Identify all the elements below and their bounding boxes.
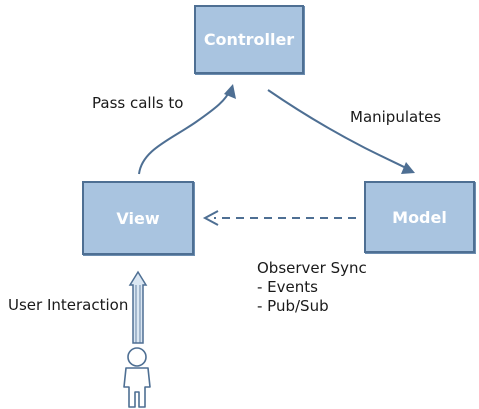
edge-label-pass-calls: Pass calls to (92, 94, 184, 112)
arrow-head-to-model (401, 162, 415, 174)
controller-node: Controller (194, 5, 304, 74)
edge-label-user-interaction: User Interaction (8, 296, 129, 314)
model-label: Model (392, 207, 447, 227)
view-label: View (116, 208, 160, 228)
arrow-controller-to-model (267, 89, 407, 169)
arrow-user-to-view (128, 270, 148, 344)
arrow-head-to-view (202, 210, 219, 226)
controller-label: Controller (203, 30, 295, 49)
observer-sync-item: - Events (257, 278, 318, 296)
arrow-head-to-controller (224, 84, 236, 99)
view-node: View (82, 181, 194, 255)
model-node: Model (364, 181, 475, 253)
person-icon (123, 347, 151, 408)
edge-label-observer-sync: Observer Sync - Events - Pub/Sub (257, 259, 367, 316)
observer-sync-item: - Pub/Sub (257, 297, 329, 315)
arrow-view-to-controller (138, 89, 231, 175)
edge-label-manipulates: Manipulates (350, 108, 442, 126)
observer-sync-title: Observer Sync (257, 259, 367, 277)
